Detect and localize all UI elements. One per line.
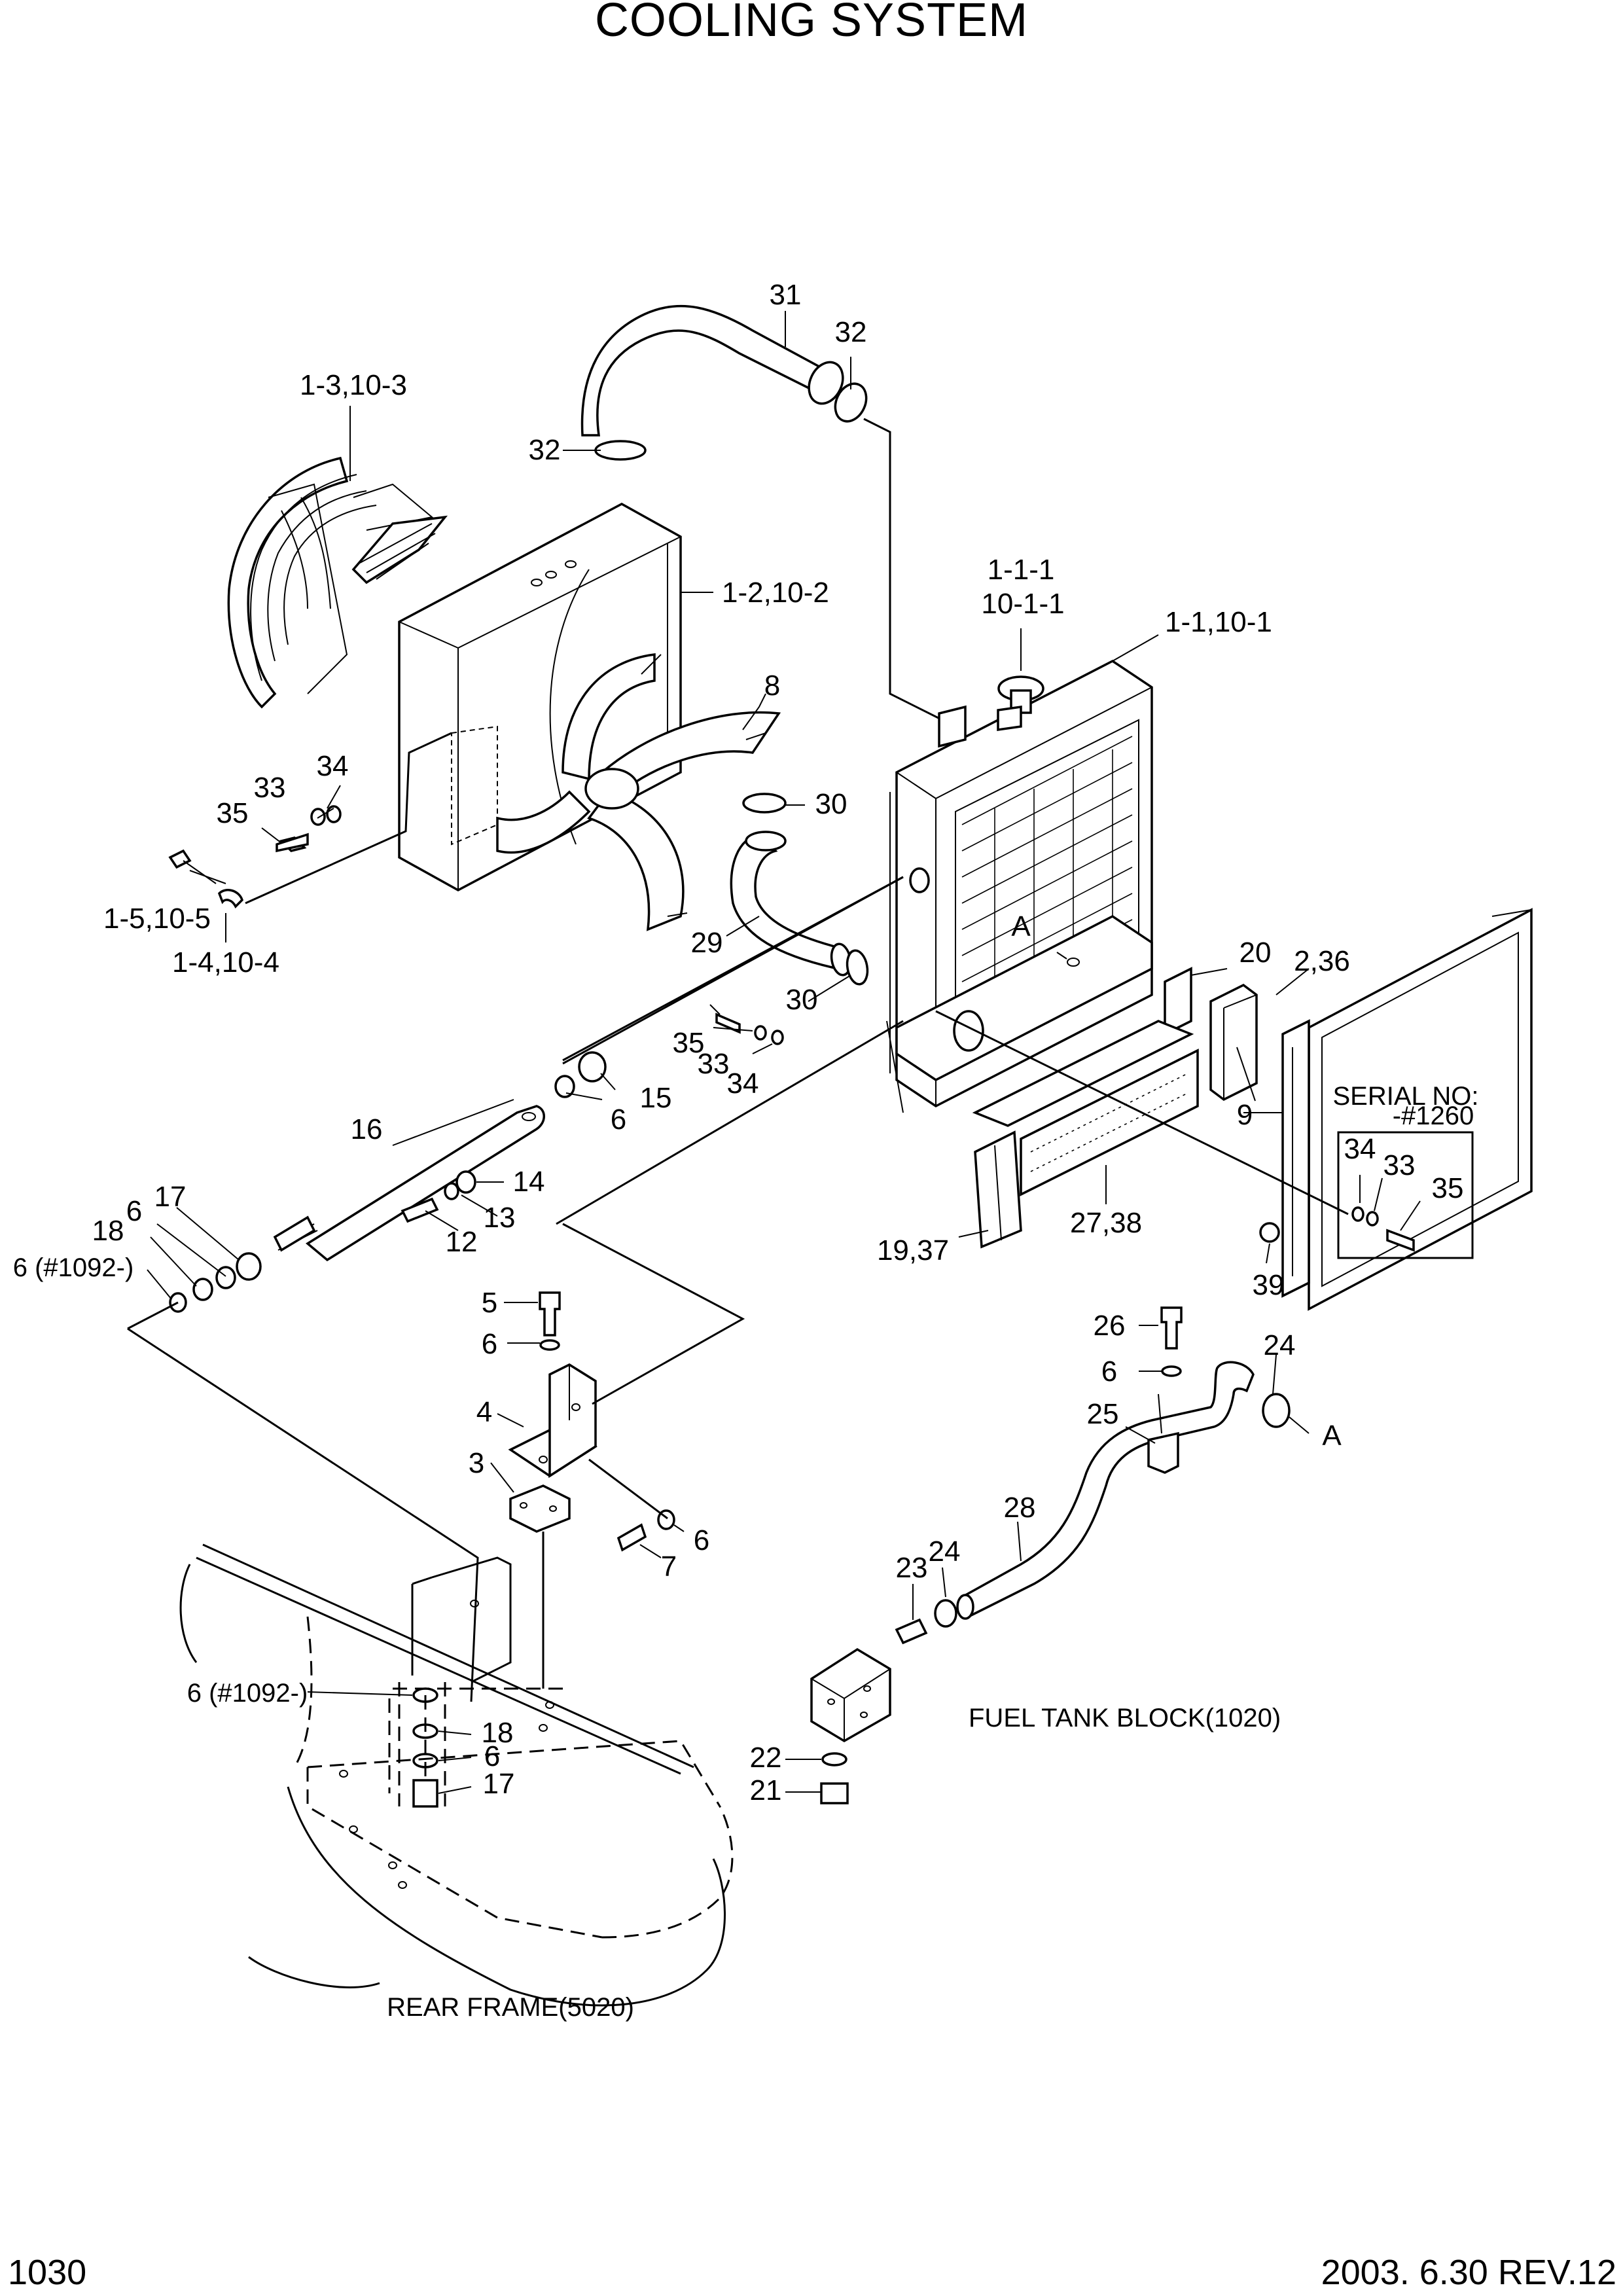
callout-26: 26 [1094,1310,1126,1342]
callout-16: 16 [351,1113,383,1145]
fuel-tank-block [810,1647,891,1743]
brackets [508,1363,597,1533]
serial-no-value: -#1260 [1393,1102,1474,1130]
callout-1-3: 1-3,10-3 [300,369,407,401]
callout-23: 23 [896,1552,928,1584]
callout-1-4: 1-4,10-4 [172,946,279,978]
callout-30: 30 [815,788,847,820]
callout-4: 4 [476,1396,492,1428]
callout-3: 3 [469,1447,484,1479]
callout-18: 18 [482,1717,514,1749]
callout-20: 20 [1240,937,1272,969]
fan-8 [496,653,781,931]
callout-21: 21 [750,1774,782,1806]
callout-6: 6 [126,1195,142,1227]
callout-32: 32 [835,316,867,348]
panel-9 [1281,908,1533,1311]
fan-guard [227,456,448,709]
callout-25: 25 [1087,1398,1119,1430]
fuel-tank-block-label: FUEL TANK BLOCK(1020) [969,1704,1281,1732]
callout-13: 13 [484,1202,516,1234]
callout-39: 39 [1253,1269,1285,1301]
callout-1-1: 1-1,10-1 [1165,606,1272,638]
callout-6-1092: 6 (#1092-) [13,1253,134,1282]
callout-18: 18 [92,1215,124,1247]
serial-no-label: SERIAL NO: [1332,1082,1478,1111]
callout-6: 6 [482,1328,497,1360]
callout-6: 6 [611,1103,626,1136]
callout-1-5: 1-5,10-5 [103,903,211,935]
callout-8: 8 [764,670,780,702]
page-number: 1030 [8,2253,86,2292]
clamp-30-lower [846,949,869,986]
callout-A: A [1011,910,1031,942]
supports [972,967,1258,1249]
callout-35: 35 [1432,1172,1464,1204]
radiator [886,659,1153,1113]
leader-lines [127,311,1421,1794]
callout-34: 34 [727,1067,759,1100]
callout-1-2: 1-2,10-2 [722,577,829,609]
callout-29: 29 [691,927,723,959]
callout-33: 33 [1383,1149,1416,1181]
callout-15: 15 [640,1082,672,1114]
nut-24-right [1262,1393,1291,1428]
callout-24: 24 [1264,1329,1296,1361]
callout-24: 24 [929,1535,961,1568]
callout-30: 30 [786,984,818,1016]
callout-28: 28 [1004,1492,1036,1524]
tie-rod-16 [273,1105,545,1262]
callout-34: 34 [317,750,349,782]
callout-33: 33 [254,772,286,804]
callout-A: A [1322,1420,1342,1452]
callout-5: 5 [482,1287,497,1319]
callout-labels: 31 32 32 1-3,10-3 1-2,10-2 1-1-1 10-1-1 … [13,279,1479,2022]
hose-31 [580,304,943,721]
callout-6: 6 [484,1740,500,1772]
callout-19-37: 19,37 [877,1234,949,1266]
callout-12: 12 [446,1226,478,1258]
hose-29 [730,793,869,986]
callout-17: 17 [483,1768,515,1800]
fasteners [168,805,1415,1808]
callout-7: 7 [661,1551,677,1583]
clamp-30-upper [742,793,787,814]
callout-31: 31 [770,279,802,311]
clamp-32-lower [594,440,647,461]
callout-34: 34 [1344,1133,1376,1165]
callout-6: 6 [1101,1355,1117,1388]
serial-no-box [1337,1131,1474,1259]
clamp-32-upper [834,382,868,423]
callout-2-36: 2,36 [1294,945,1350,977]
callout-22: 22 [750,1742,782,1774]
callout-35: 35 [217,797,249,829]
callout-9: 9 [1237,1099,1253,1131]
callout-17: 17 [154,1181,187,1213]
callout-1-1-1: 1-1-1 [988,554,1055,586]
callout-6-1092: 6 (#1092-) [187,1679,308,1708]
callout-10-1-1: 10-1-1 [981,588,1064,620]
rear-frame-label: REAR FRAME(5020) [387,1993,634,2022]
callout-35: 35 [673,1027,705,1059]
callout-32: 32 [529,434,561,466]
callout-27-38: 27,38 [1070,1207,1142,1239]
revision-date: 2003. 6.30 REV.12 [1321,2253,1616,2292]
callout-6: 6 [694,1524,709,1556]
fuel-tube [956,1361,1291,1620]
rear-frame [179,1543,734,2007]
page-title: COOLING SYSTEM [595,0,1028,46]
callout-14: 14 [513,1166,545,1198]
callout-33: 33 [698,1048,730,1080]
